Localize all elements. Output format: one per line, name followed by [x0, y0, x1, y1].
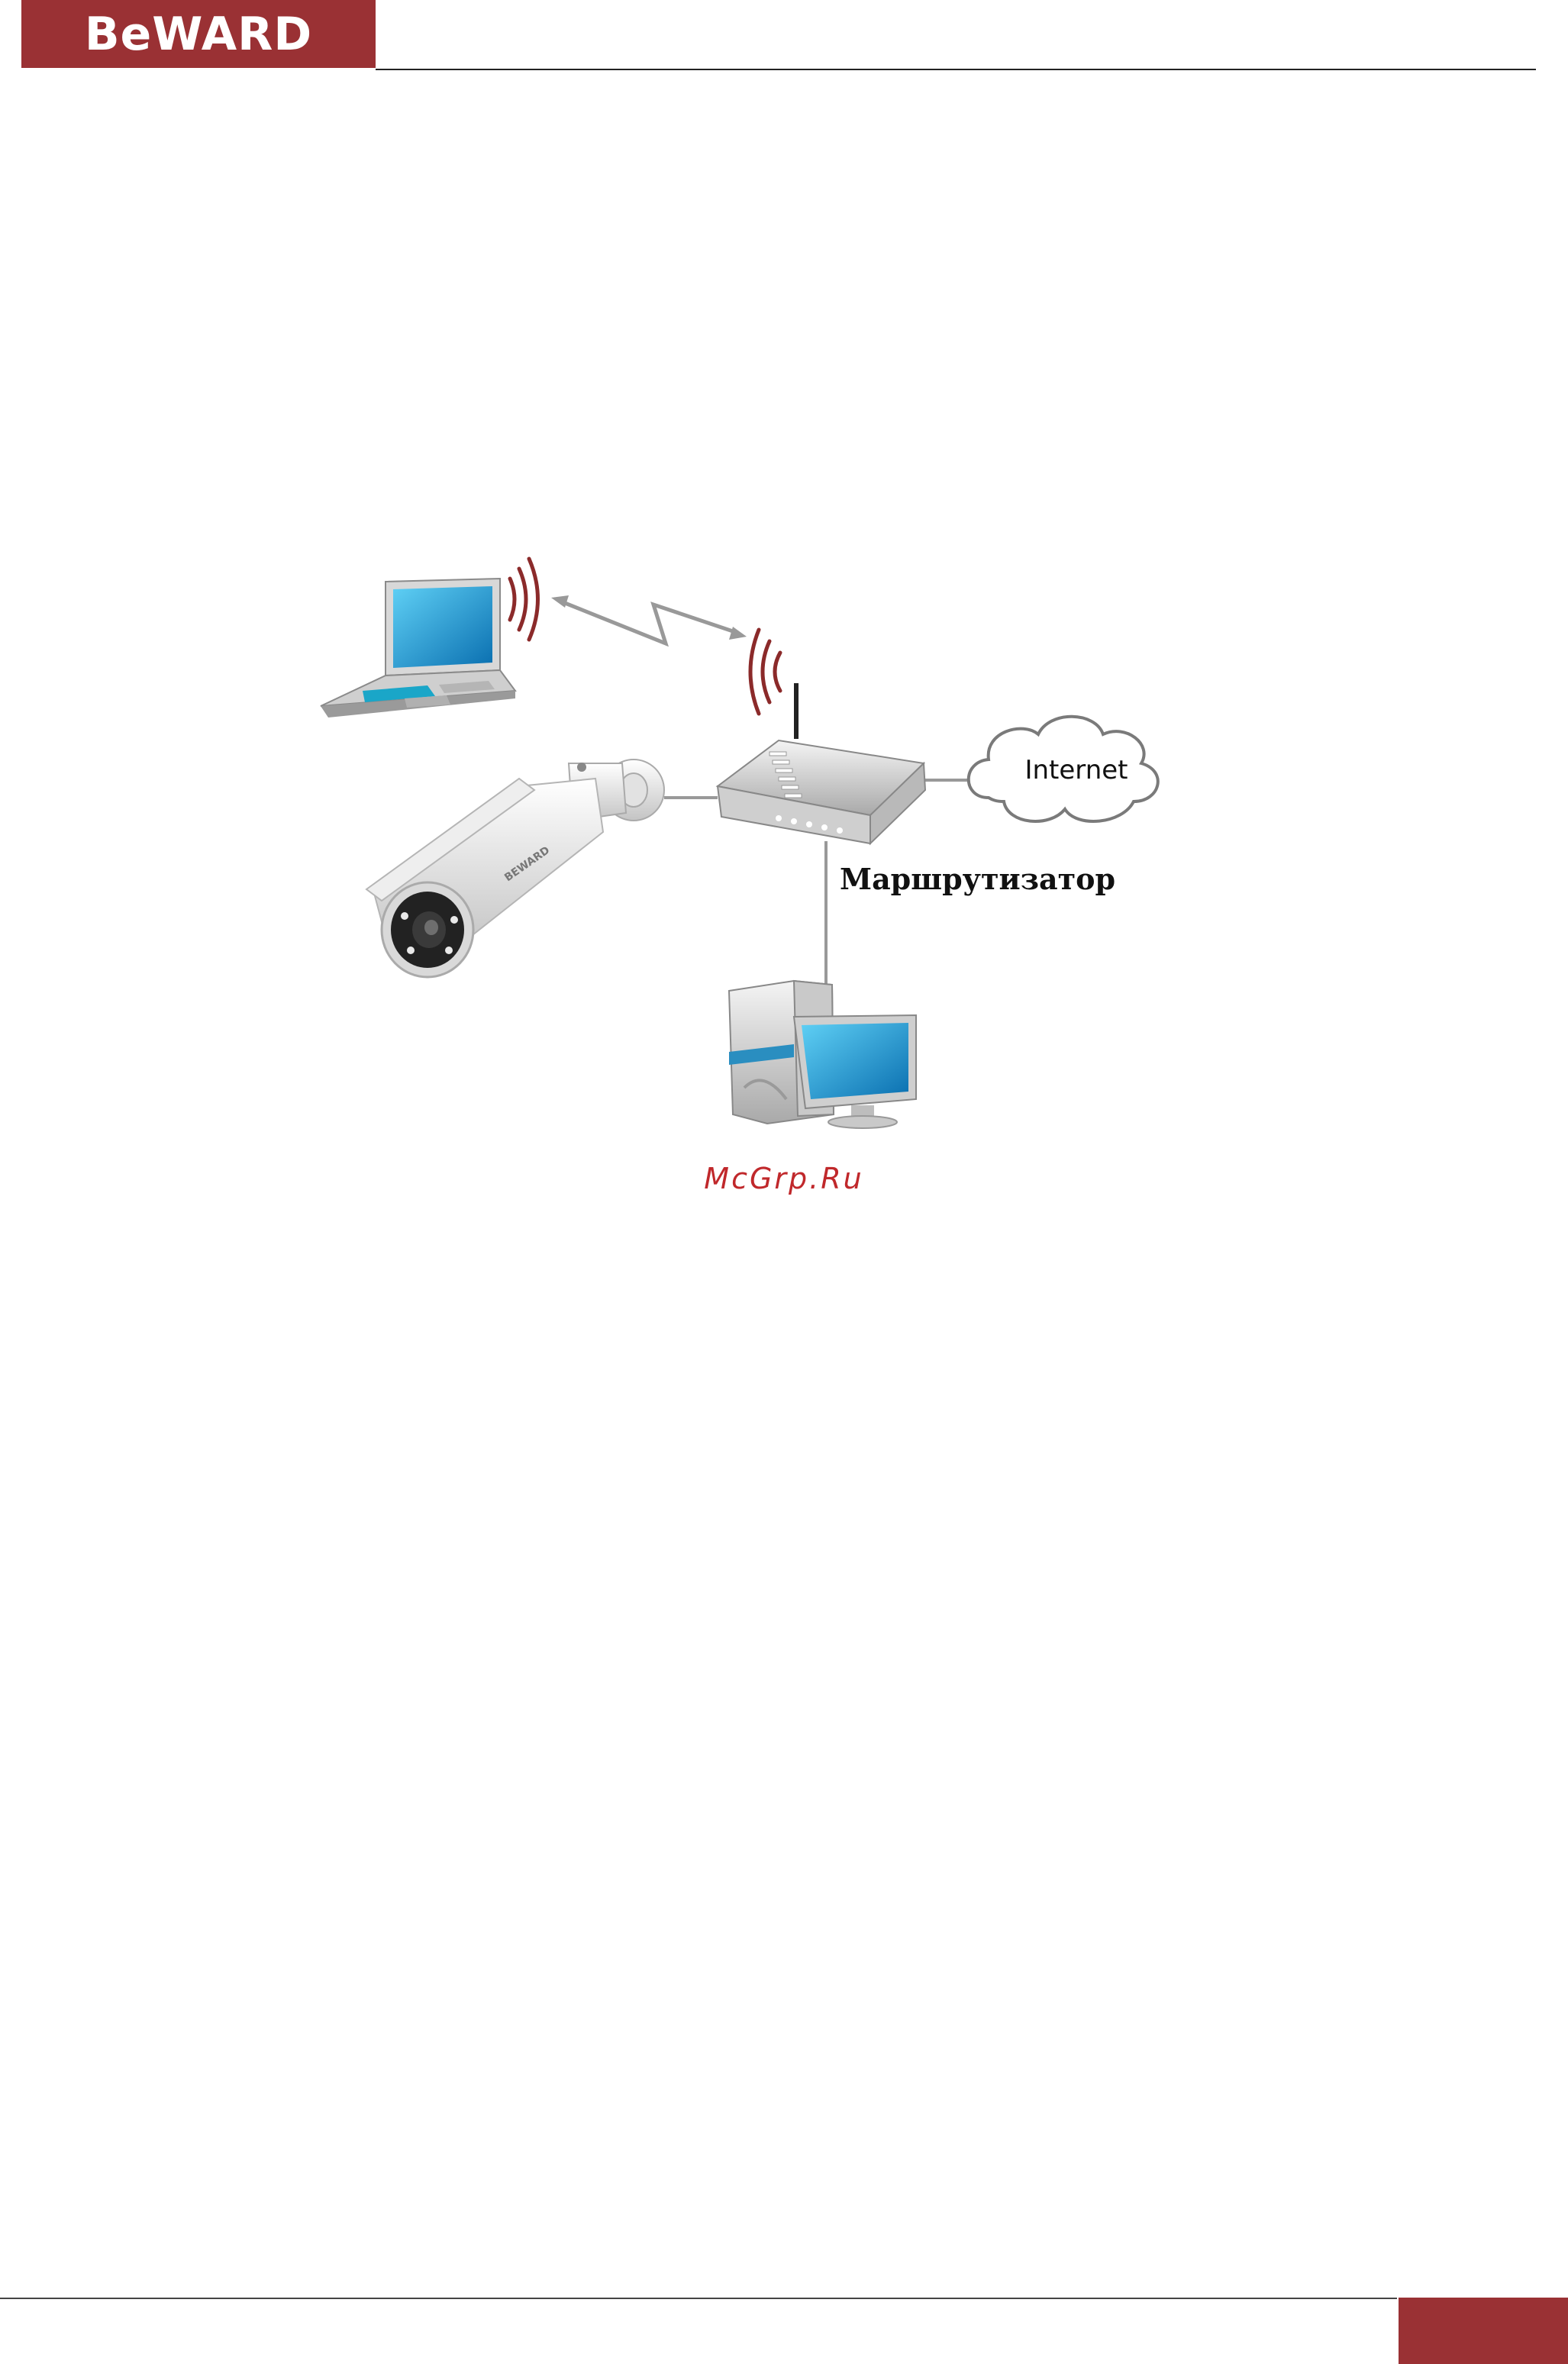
router-icon [718, 683, 925, 843]
footer-page-box [1399, 2298, 1568, 2364]
router-signal-waves-icon [750, 630, 780, 714]
wireless-link-arrow [551, 595, 747, 643]
laptop-signal-waves-icon [510, 559, 538, 640]
desktop-computer-icon [729, 981, 916, 1128]
brand-logo: BeWARD [21, 0, 376, 68]
watermark-text: McGrp.Ru [0, 1162, 1568, 1195]
internet-label: Internet [1024, 755, 1128, 785]
network-diagram: Internet Маршрутизатор BEWARD [305, 534, 1221, 1145]
bullet-camera-icon: BEWARD [366, 760, 664, 977]
header-divider [376, 69, 1536, 70]
network-diagram-svg: Internet Маршрутизатор BEWARD [305, 534, 1221, 1145]
footer-divider [0, 2298, 1397, 2299]
brand-logo-text: BeWARD [85, 8, 312, 61]
internet-cloud-icon: Internet [969, 717, 1158, 821]
laptop-icon [321, 579, 515, 718]
router-label: Маршрутизатор [840, 862, 1115, 896]
